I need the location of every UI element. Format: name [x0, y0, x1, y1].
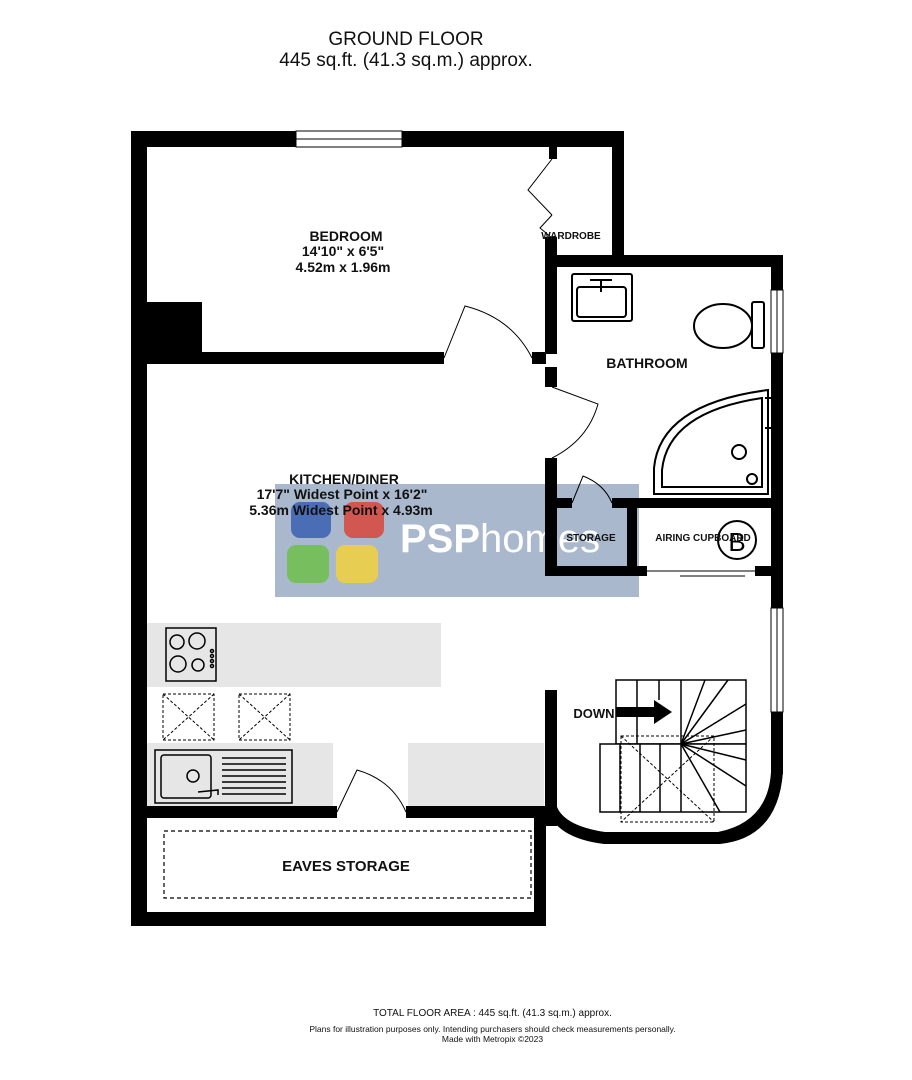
bedroom-dims-imperial: 14'10" x 6'5": [302, 243, 384, 259]
eaves-storage-label: EAVES STORAGE: [282, 858, 410, 875]
watermark-brand: PSPhomes: [400, 517, 600, 561]
bathroom-label: BATHROOM: [606, 355, 687, 371]
disclaimer: Plans for illustration purposes only. In…: [309, 1024, 676, 1034]
sink-icon: [571, 273, 633, 322]
watermark-tile-green: [287, 545, 329, 583]
stairs-down-label: DOWN: [573, 706, 614, 721]
watermark-brand-homes: homes: [480, 517, 600, 561]
psp-homes-watermark: PSPhomes: [275, 484, 639, 597]
toilet-icon: [693, 301, 765, 349]
eaves-storage-outline: [163, 830, 532, 899]
wardrobe-label: WARDROBE: [541, 231, 601, 242]
hob-icon: [165, 627, 217, 682]
watermark-brand-psp: PSP: [400, 517, 480, 561]
kitchen-counters: [147, 623, 544, 806]
walls: [131, 131, 783, 926]
boiler-icon: B: [717, 520, 757, 560]
windows: [295, 130, 784, 713]
watermark-tile-yellow: [336, 545, 378, 583]
airing-cupboard-label: AIRING CUPBOARD: [655, 533, 751, 544]
total-floor-area: TOTAL FLOOR AREA : 445 sq.ft. (41.3 sq.m…: [373, 1008, 612, 1019]
metropix-credit: Made with Metropix ©2023: [441, 1034, 544, 1044]
floor-title: GROUND FLOOR: [328, 29, 484, 50]
watermark-logo-tiles: [287, 502, 384, 583]
kitchen-dims-metric: 5.36m Widest Point x 4.93m: [249, 502, 433, 518]
storage-label: STORAGE: [566, 533, 616, 544]
bedroom-dims-metric: 4.52m x 1.96m: [296, 259, 391, 275]
watermark-tile-red: [344, 502, 384, 538]
appliance-spaces: [162, 693, 291, 741]
kitchen-dims-imperial: 17'7" Widest Point x 16'2": [257, 486, 428, 502]
boiler-symbol: B: [728, 527, 745, 557]
shower-icon: [653, 388, 771, 495]
kitchen-label: KITCHEN/DINER: [289, 471, 399, 487]
staircase: [599, 679, 747, 823]
floor-area: 445 sq.ft. (41.3 sq.m.) approx.: [279, 50, 533, 71]
bedroom-label: BEDROOM: [309, 228, 382, 244]
kitchen-sink-icon: [154, 749, 293, 804]
stairs-arrow-icon: [616, 700, 672, 724]
door-swings: [336, 158, 755, 813]
watermark-tile-blue: [291, 502, 331, 538]
